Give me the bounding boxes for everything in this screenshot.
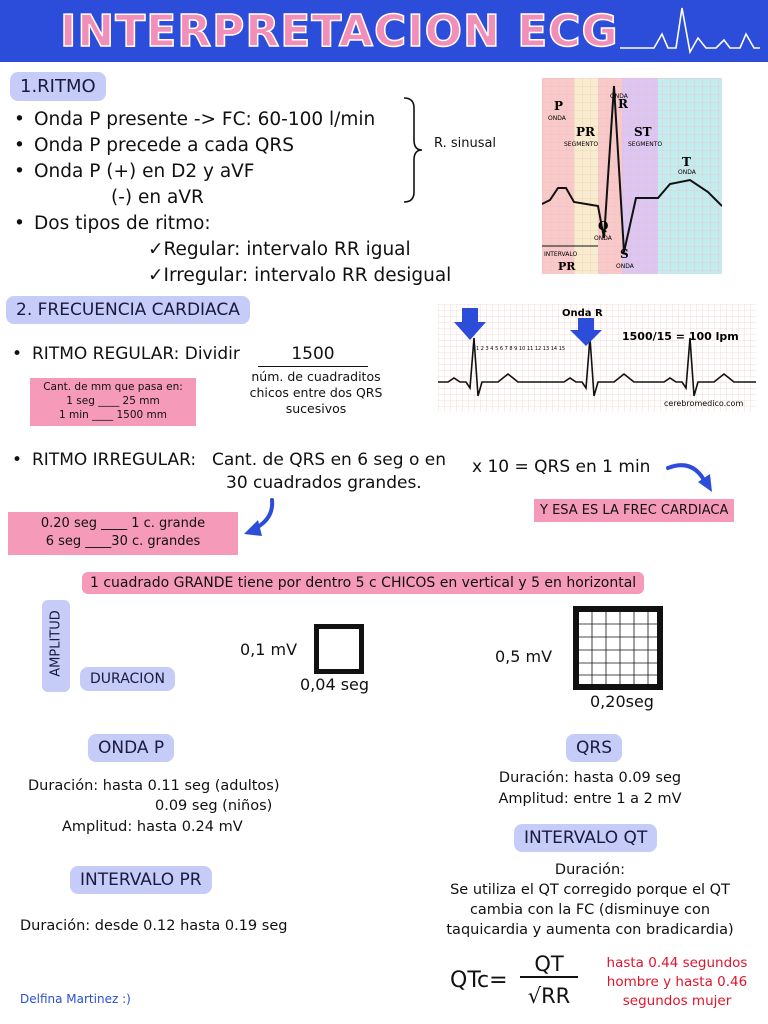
svg-text:SEGMENTO: SEGMENTO: [628, 141, 662, 148]
ecg-strip-image: Onda R 1500/15 = 100 lpm 1 2 3 4 5 6 7 8…: [438, 304, 756, 412]
mm-conversion-box: Cant. de mm que pasa en: 1 seg ____ 25 m…: [30, 378, 196, 426]
svg-text:PR: PR: [576, 125, 596, 139]
frecuencia-heading: 2. FRECUENCIA CARDIACA: [6, 296, 250, 324]
svg-text:T: T: [682, 155, 691, 169]
qtc-limits: hasta 0.44 segundos hombre y hasta 0.46 …: [606, 955, 748, 1009]
ritmo-bullets: •Onda P presente -> FC: 60-100 l/min •On…: [14, 107, 451, 289]
svg-text:Q: Q: [598, 219, 608, 233]
svg-text:PR: PR: [558, 260, 576, 273]
svg-text:P: P: [554, 99, 563, 113]
onda-p-line3: Amplitud: hasta 0.24 mV: [62, 819, 243, 835]
small-square-icon: [314, 624, 364, 674]
list-item: •Onda P (+) en D2 y aVF: [14, 161, 255, 182]
qrs-line2: Amplitud: entre 1 a 2 mV: [498, 791, 682, 807]
qrs-heading: QRS: [566, 734, 622, 762]
list-item: (-) en aVR: [111, 187, 204, 208]
qt-heading: INTERVALO QT: [514, 824, 658, 852]
list-item: •Dos tipos de ritmo:: [14, 213, 211, 234]
list-item: ✓Regular: intervalo RR igual: [148, 239, 411, 260]
ritmo-regular-line: •RITMO REGULAR: Dividir: [12, 344, 240, 364]
formula-denominator: núm. de cuadraditos chicos entre dos QRS…: [249, 369, 383, 416]
ecg-wave-diagram: P ONDA ONDA R PR SEGMENTO ST SEGMENTO T …: [542, 78, 722, 274]
qt-description: Duración: Se utiliza el QT corregido por…: [446, 862, 734, 938]
pr-heading: INTERVALO PR: [70, 866, 212, 894]
author-credit: Delfina Martinez :): [20, 992, 131, 1006]
seconds-conversion-box: 0.20 seg ____ 1 c. grande 6 seg ____30 c…: [8, 512, 238, 555]
qtc-formula: QTc= QT √RR: [446, 950, 582, 1012]
svg-text:ONDA: ONDA: [678, 169, 697, 176]
heartbeat-icon: [620, 7, 760, 55]
frecuencia-result-box: Y ESA ES LA FREC CARDIACA: [534, 499, 735, 522]
amplitud-tag: AMPLITUD: [42, 600, 70, 692]
formula-numerator: 1500: [258, 344, 368, 367]
header-bar: [0, 0, 768, 62]
list-item: •Onda P presente -> FC: 60-100 l/min: [14, 109, 376, 130]
page-title: INTERPRETACION ECG: [59, 5, 619, 58]
svg-text:R: R: [618, 97, 629, 111]
svg-text:ONDA: ONDA: [548, 115, 567, 122]
svg-text:S: S: [620, 247, 629, 261]
small-square-seg: 0,04 seg: [300, 675, 370, 694]
svg-text:ONDA: ONDA: [594, 235, 613, 242]
curved-arrow-icon: [666, 463, 712, 492]
big-square-grid-icon: [573, 606, 663, 690]
svg-text:SEGMENTO: SEGMENTO: [564, 141, 598, 148]
brace-icon: [403, 97, 423, 203]
svg-text:ONDA: ONDA: [616, 263, 635, 270]
svg-text:ST: ST: [634, 125, 652, 139]
irregular-text-2: 30 cuadrados grandes.: [226, 473, 422, 493]
times-ten-label: x 10 = QRS en 1 min: [472, 457, 651, 477]
ritmo-irregular-label: •RITMO IRREGULAR:: [12, 450, 197, 470]
duracion-tag: DURACION: [80, 667, 175, 691]
svg-text:1500/15 = 100 lpm: 1500/15 = 100 lpm: [622, 330, 739, 343]
svg-text:Onda R: Onda R: [562, 308, 603, 319]
qrs-line1: Duración: hasta 0.09 seg: [498, 770, 682, 786]
small-square-mv: 0,1 mV: [240, 640, 298, 659]
list-item: •Onda P precede a cada QRS: [14, 135, 295, 156]
big-square-mv: 0,5 mV: [495, 647, 553, 666]
sinusal-label: R. sinusal: [434, 136, 497, 151]
svg-text:cerebromedico.com: cerebromedico.com: [664, 399, 743, 408]
svg-text:ONDA: ONDA: [610, 93, 629, 100]
onda-p-heading: ONDA P: [88, 734, 175, 762]
list-item: ✓Irregular: intervalo RR desigual: [148, 265, 452, 286]
svg-text:INTERVALO: INTERVALO: [544, 251, 578, 258]
onda-p-line2: 0.09 seg (niños): [155, 798, 273, 814]
svg-text:1 2 3 4 5 6 7 8 9 10 11 12 13: 1 2 3 4 5 6 7 8 9 10 11 12 13 14 15: [476, 346, 565, 352]
cuadrado-banner: 1 cuadrado GRANDE tiene por dentro 5 c C…: [82, 572, 645, 594]
big-square-seg: 0,20seg: [590, 692, 654, 711]
curved-arrow-down-icon: [244, 498, 275, 536]
irregular-text-1: Cant. de QRS en 6 seg o en: [212, 450, 446, 470]
ritmo-heading: 1.RITMO: [10, 72, 106, 101]
pr-line1: Duración: desde 0.12 hasta 0.19 seg: [20, 918, 288, 934]
onda-p-line1: Duración: hasta 0.11 seg (adultos): [28, 778, 280, 794]
